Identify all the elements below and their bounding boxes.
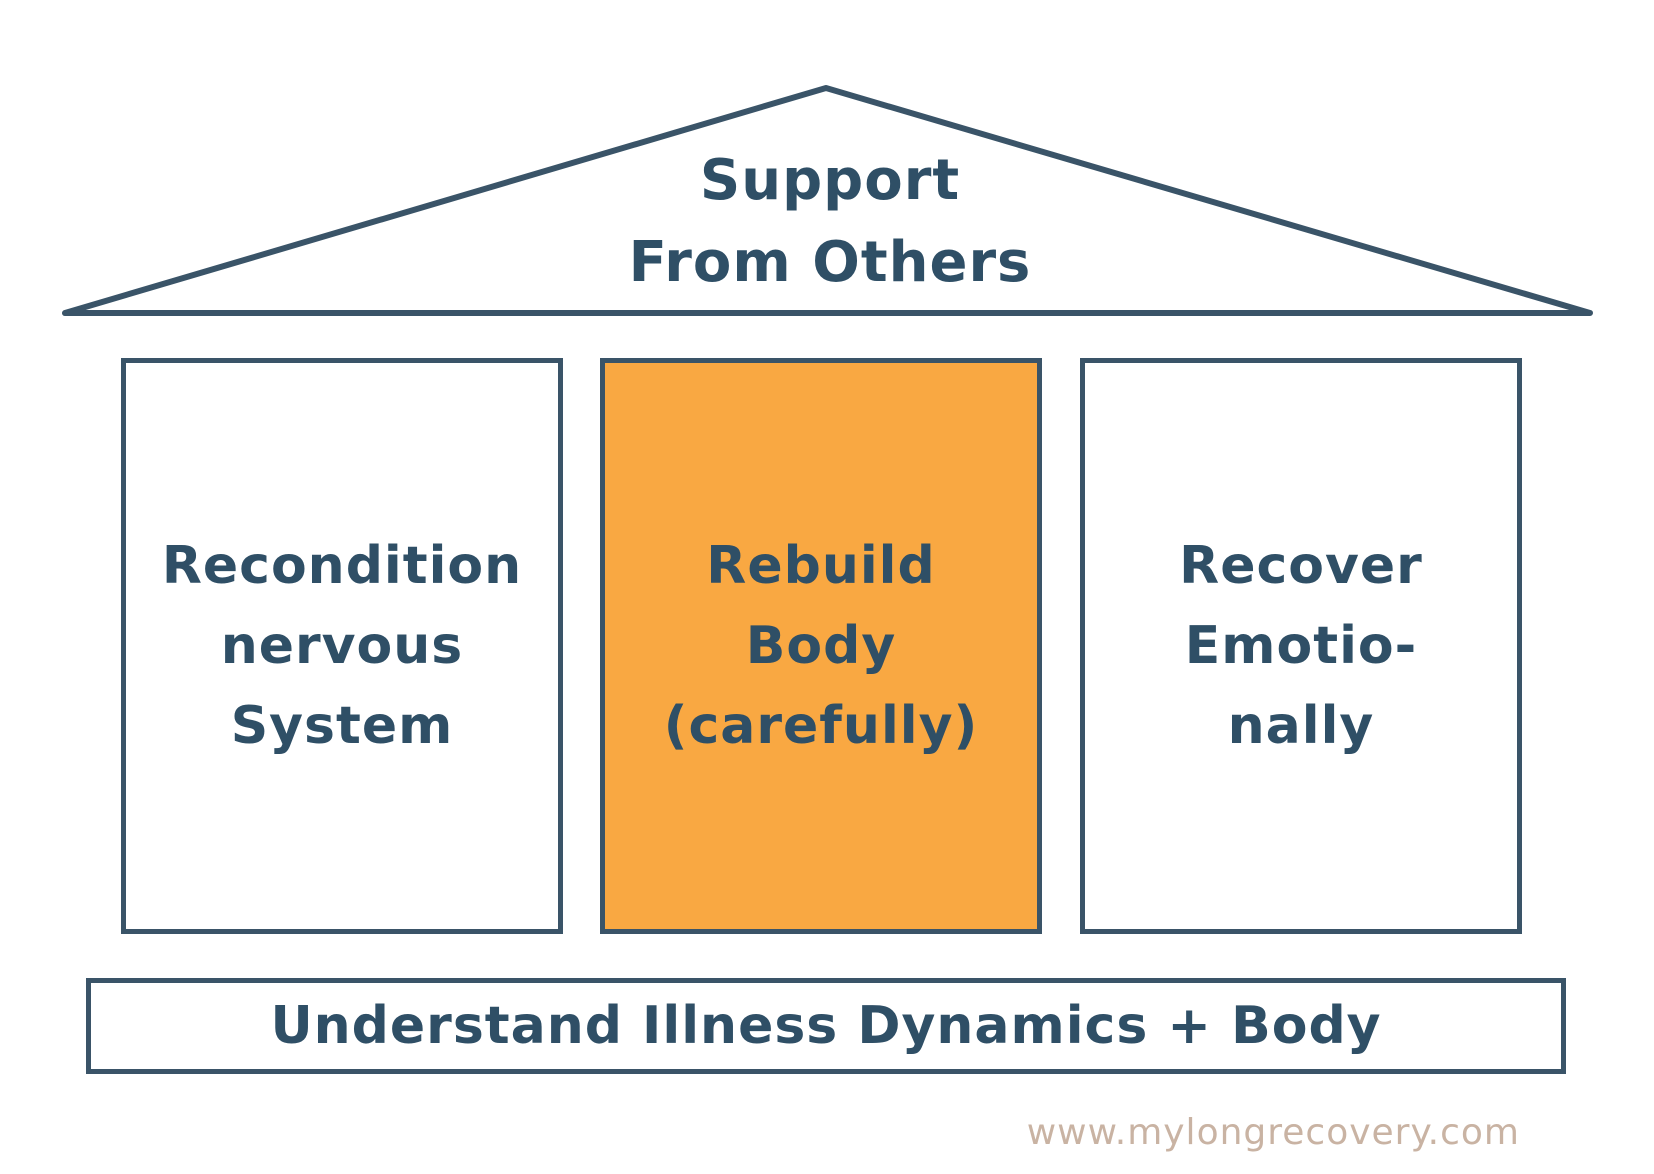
pillar-rebuild: Rebuild Body (carefully) [600, 358, 1042, 934]
website-url: www.mylongrecovery.com [1026, 1112, 1520, 1153]
foundation-base: Understand Illness Dynamics + Body [86, 978, 1566, 1074]
roof-label: Support From Others [500, 140, 1160, 304]
pillar-recover-line3: nally [1227, 696, 1375, 756]
pillar-rebuild-line2: Body [745, 616, 897, 676]
pillar-recondition-line3: System [230, 696, 454, 756]
roof-triangle [62, 85, 1593, 316]
pillar-rebuild-line1: Rebuild [706, 536, 936, 596]
roof-label-line1: Support [699, 148, 961, 213]
roof-label-line2: From Others [628, 230, 1032, 295]
foundation-label: Understand Illness Dynamics + Body [270, 996, 1382, 1056]
pillar-recover-line2: Emotio- [1184, 616, 1418, 676]
pillar-recondition-line2: nervous [220, 616, 464, 676]
pillar-rebuild-label: Rebuild Body (carefully) [664, 526, 979, 766]
pillar-recover-line1: Recover [1179, 536, 1423, 596]
pillar-recondition-line1: Recondition [161, 536, 523, 596]
pillar-recondition: Recondition nervous System [121, 358, 563, 934]
pillar-recover-label: Recover Emotio- nally [1179, 526, 1423, 766]
pillar-recondition-label: Recondition nervous System [162, 526, 522, 766]
pillar-recover: Recover Emotio- nally [1080, 358, 1522, 934]
pillar-rebuild-line3: (carefully) [663, 696, 979, 756]
